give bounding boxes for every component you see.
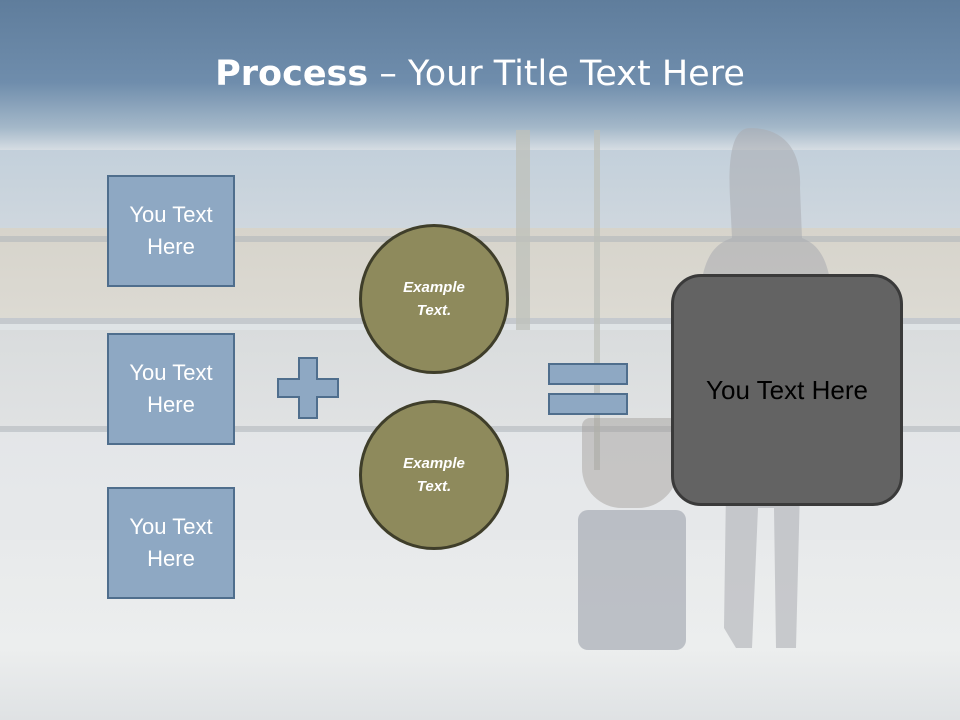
title-bold: Process (215, 54, 369, 94)
example-circle-1[interactable]: Example Text. (359, 224, 509, 374)
result-box[interactable]: You Text Here (671, 274, 903, 506)
slide-title: Process – Your Title Text Here (0, 52, 960, 96)
background-post (594, 130, 600, 470)
text-box-2[interactable]: You Text Here (107, 333, 235, 445)
title-band (0, 0, 960, 150)
equals-sign-icon (548, 363, 628, 415)
circle-label: Example Text. (403, 455, 465, 495)
title-rest: – Your Title Text Here (368, 54, 745, 94)
text-box-1[interactable]: You Text Here (107, 175, 235, 287)
background-suitcase (578, 510, 686, 650)
circle-label: Example Text. (403, 279, 465, 319)
text-box-label: You Text Here (129, 514, 213, 571)
text-box-label: You Text Here (129, 360, 213, 417)
example-circle-2[interactable]: Example Text. (359, 400, 509, 550)
background-post (516, 130, 530, 330)
plus-sign-icon (277, 357, 339, 419)
result-label: You Text Here (706, 375, 868, 405)
background-bag (582, 418, 678, 508)
text-box-label: You Text Here (129, 202, 213, 259)
text-box-3[interactable]: You Text Here (107, 487, 235, 599)
